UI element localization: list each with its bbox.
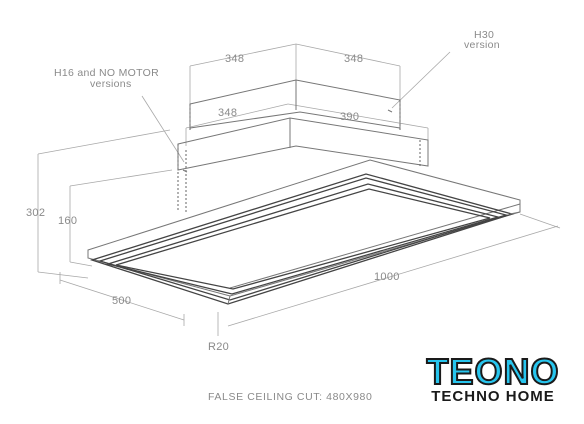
logo-wordmark: TEONO	[425, 351, 560, 392]
dim-radius: R20	[208, 341, 229, 353]
dim-top-left: 348	[225, 53, 244, 65]
logo-subtitle: TECHNO HOME	[431, 388, 555, 405]
dim-length: 1000	[374, 271, 400, 283]
dimension-labels: 348 348 348 390 302 160 1000 500 R20	[26, 53, 400, 353]
version-notes: H30 version H16 and NO MOTOR versions	[54, 29, 500, 90]
note-h30-subtitle: version	[464, 39, 500, 51]
dim-total-height: 302	[26, 207, 45, 219]
dim-body-height: 160	[58, 215, 77, 227]
dim-mid-left: 348	[218, 107, 237, 119]
teono-logo: TEONO TECHNO HOME	[408, 351, 578, 408]
dimension-lines	[37, 43, 561, 336]
hood-panel	[87, 159, 521, 305]
note-h16-title: H16 and NO MOTOR	[54, 67, 159, 79]
note-h16-subtitle: versions	[90, 78, 132, 90]
false-ceiling-cut-caption: FALSE CEILING CUT: 480X980	[208, 391, 372, 403]
dim-depth: 500	[112, 295, 131, 307]
note-h30-title: H30	[474, 29, 494, 41]
motor-box	[177, 79, 429, 212]
dim-top-right: 348	[344, 53, 363, 65]
dim-mid-right: 390	[340, 111, 359, 123]
